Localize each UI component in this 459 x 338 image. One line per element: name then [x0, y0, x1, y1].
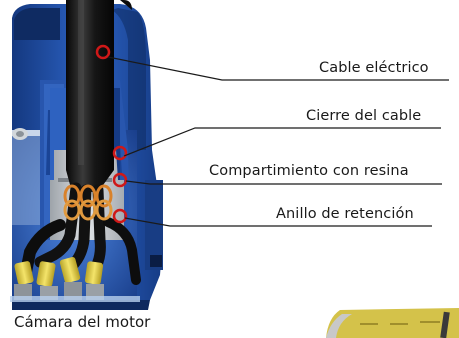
screw-icon: [12, 128, 28, 140]
label-cable-electrico: Cable eléctrico: [319, 60, 429, 76]
power-cable: [64, 0, 132, 192]
label-cierre-del-cable: Cierre del cable: [306, 108, 422, 124]
marker-resina: [112, 172, 128, 188]
leader-resina: [125, 180, 442, 185]
caption-camara-del-motor: Cámara del motor: [14, 313, 151, 331]
leader-cierre: [123, 127, 441, 157]
leader-lines: [107, 56, 449, 227]
marker-anillo: [112, 208, 128, 224]
label-compartimiento-con-resina: Compartimiento con resina: [209, 163, 409, 179]
label-anillo-de-retencion: Anillo de retención: [276, 206, 414, 222]
marker-cierre: [112, 145, 128, 161]
terminal-connectors: [10, 257, 140, 302]
marker-cable: [95, 44, 111, 60]
leader-cable: [107, 56, 449, 81]
leader-anillo: [124, 217, 432, 227]
pointer-markers: [95, 44, 128, 224]
corner-inset-image: [326, 308, 459, 338]
retaining-ring-coils: [63, 184, 113, 221]
